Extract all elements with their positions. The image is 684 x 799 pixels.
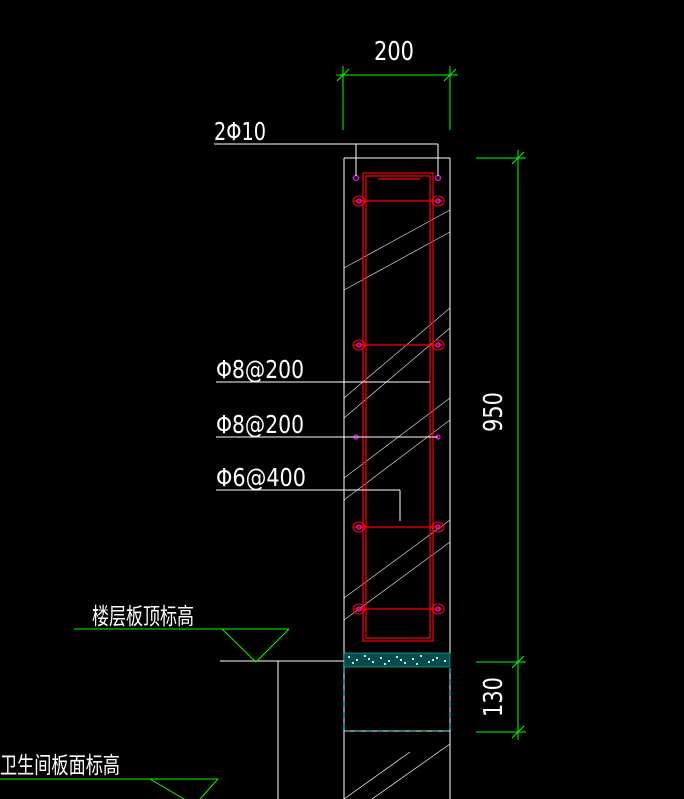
label-top-bars: 2Φ10 bbox=[214, 117, 266, 146]
dimension-height-main-text: 950 bbox=[479, 392, 509, 432]
slab-dashed-lines bbox=[343, 668, 451, 732]
dimension-width-text: 200 bbox=[374, 37, 414, 67]
elevation-marker-bathroom bbox=[0, 778, 219, 799]
tie-hooks bbox=[352, 195, 445, 615]
slab-strip bbox=[343, 652, 451, 668]
concrete-hatch bbox=[343, 209, 451, 621]
label-stirrup-2: Φ8@200 bbox=[216, 410, 304, 439]
lower-hatch bbox=[343, 743, 451, 799]
rebar-cage bbox=[354, 172, 442, 642]
slab-and-wall bbox=[220, 660, 344, 799]
concrete-outline bbox=[343, 157, 451, 799]
label-bathroom-slab-surface: 卫生间板面标高 bbox=[0, 753, 120, 779]
dimension-height bbox=[476, 150, 526, 740]
label-tie-bar: Φ6@400 bbox=[216, 463, 306, 492]
leader-lines bbox=[214, 143, 439, 521]
dimension-width bbox=[336, 66, 458, 130]
elevation-marker-floor bbox=[74, 628, 290, 663]
dimension-height-slab-text: 130 bbox=[479, 677, 509, 717]
label-stirrup-1: Φ8@200 bbox=[216, 355, 304, 384]
label-floor-slab-top: 楼层板顶标高 bbox=[92, 604, 194, 630]
